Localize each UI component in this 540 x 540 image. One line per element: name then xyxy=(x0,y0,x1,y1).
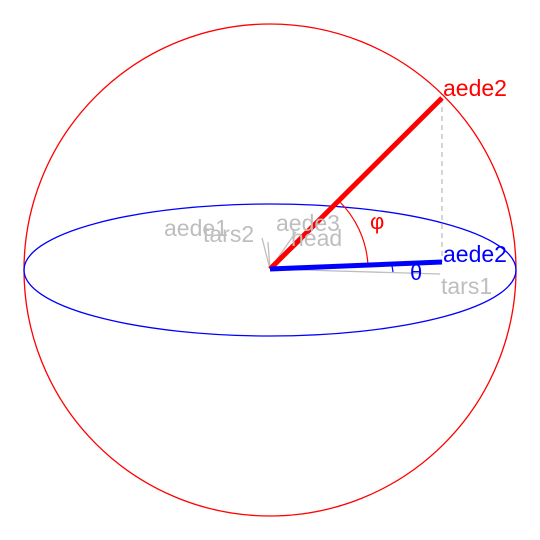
label-aede2-projected: aede2 xyxy=(443,241,507,267)
segment-aede1 xyxy=(261,237,271,270)
theta-arc xyxy=(391,265,394,273)
label-phi: φ xyxy=(370,209,384,234)
equator-ellipse xyxy=(23,203,517,337)
label-theta: θ xyxy=(410,260,422,285)
label-tars1: tars1 xyxy=(441,273,492,299)
label-head: head xyxy=(291,225,342,251)
aede2-vector xyxy=(268,96,444,271)
label-aede1: aede1 xyxy=(164,215,228,241)
label-tars2: tars2 xyxy=(203,221,254,247)
label-aede3: aede3 xyxy=(276,210,340,236)
label-aede2-3d: aede2 xyxy=(443,75,507,101)
phi-arc xyxy=(337,199,369,266)
segment-tars2 xyxy=(267,241,271,270)
aede2-projected-vector xyxy=(269,259,443,272)
